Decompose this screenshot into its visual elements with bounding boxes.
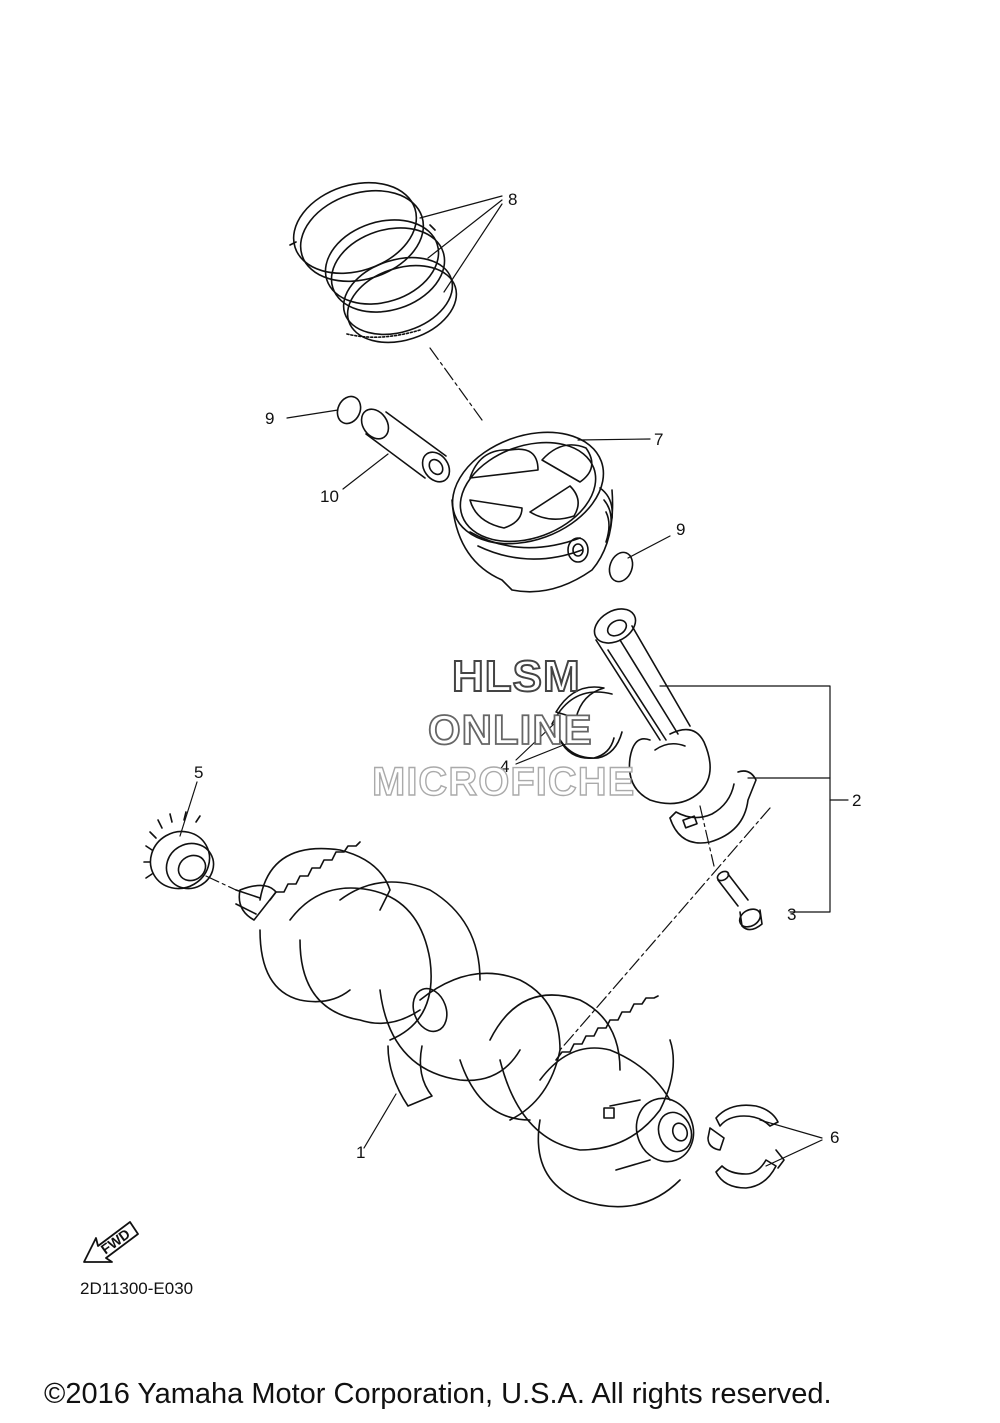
circlip-right [608,551,634,583]
callout-5: 5 [194,763,203,782]
watermark-line-1: HLSM [451,651,581,702]
piston-pin [360,408,451,483]
fwd-label: FWD [98,1225,133,1257]
callout-1: 1 [356,1143,365,1162]
callout-9-right: 9 [676,520,685,539]
alignment-lines [205,805,771,1051]
callout-10: 10 [320,487,339,506]
piston-rings [289,181,458,344]
conrod-bolt [716,870,763,931]
primary-drive-gear [143,811,215,890]
callout-6: 6 [830,1128,839,1147]
callout-9-left: 9 [265,409,274,428]
copyright-notice: ©2016 Yamaha Motor Corporation, U.S.A. A… [44,1378,832,1410]
piston [451,431,614,593]
connecting-rod [593,608,757,844]
callout-3: 3 [787,905,796,924]
watermark-line-2: ONLINE [427,705,593,754]
circlip-left [336,395,362,425]
leader-lines [179,195,849,1167]
big-end-bearings [551,686,623,759]
callout-8: 8 [508,190,517,209]
callout-4: 4 [500,757,509,776]
crankshaft [235,841,695,1208]
diagram-code: 2D11300-E030 [80,1279,194,1298]
callout-2: 2 [852,791,861,810]
watermark-line-3: MICROFICHE [371,759,636,804]
main-bearings [707,1104,785,1189]
callout-7: 7 [654,430,663,449]
fwd-arrow-icon [83,1221,139,1263]
